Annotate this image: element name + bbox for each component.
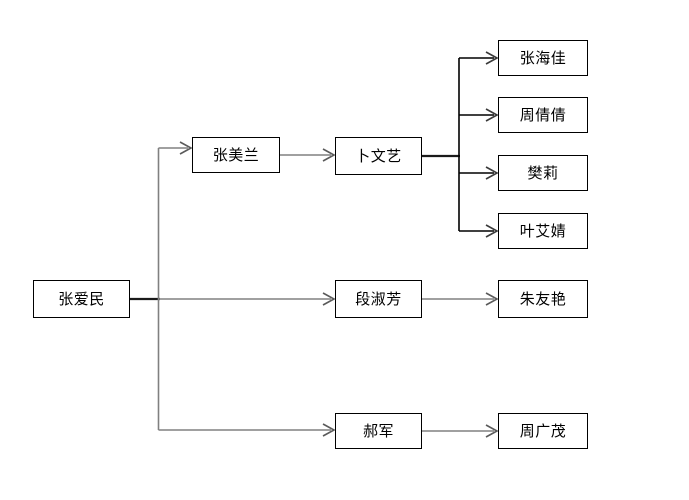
arrowhead-haojun xyxy=(322,423,336,437)
arrowhead-zhouqianqian xyxy=(485,108,499,122)
node-duanshufang[interactable]: 段淑芳 xyxy=(335,280,422,318)
node-label: 叶艾婧 xyxy=(519,221,567,240)
node-fanli[interactable]: 樊莉 xyxy=(498,155,588,191)
node-zhangaimin[interactable]: 张爱民 xyxy=(33,280,130,318)
node-label: 卜文艺 xyxy=(355,146,402,165)
node-haojun[interactable]: 郝军 xyxy=(335,413,422,449)
node-label: 樊莉 xyxy=(527,163,559,182)
node-yeaijing[interactable]: 叶艾婧 xyxy=(498,213,588,249)
node-label: 张美兰 xyxy=(212,145,260,164)
node-zhouguangmao[interactable]: 周广茂 xyxy=(498,413,588,449)
node-zhanghaijia[interactable]: 张海佳 xyxy=(498,40,588,76)
node-zhangmeilan[interactable]: 张美兰 xyxy=(192,137,280,173)
arrowhead-zhuyouyan xyxy=(485,292,499,306)
arrowhead-duanshufang xyxy=(322,292,336,306)
node-label: 朱友艳 xyxy=(519,289,567,308)
node-label: 段淑芳 xyxy=(355,289,402,308)
arrowhead-zhouguangmao xyxy=(485,424,499,438)
node-label: 张海佳 xyxy=(519,48,567,67)
arrowhead-buwenyi xyxy=(322,148,336,162)
node-label: 郝军 xyxy=(362,421,394,440)
node-buwenyi[interactable]: 卜文艺 xyxy=(335,137,422,175)
node-label: 周广茂 xyxy=(519,421,567,440)
node-label: 周倩倩 xyxy=(519,105,567,124)
node-label: 张爱民 xyxy=(58,289,105,308)
node-zhuyouyan[interactable]: 朱友艳 xyxy=(498,280,588,318)
arrowhead-zhangmeilan xyxy=(179,141,193,155)
arrowhead-zhanghaijia xyxy=(485,51,499,65)
node-zhouqianqian[interactable]: 周倩倩 xyxy=(498,97,588,133)
arrowhead-yeaijing xyxy=(485,224,499,238)
arrowhead-fanli xyxy=(485,166,499,180)
